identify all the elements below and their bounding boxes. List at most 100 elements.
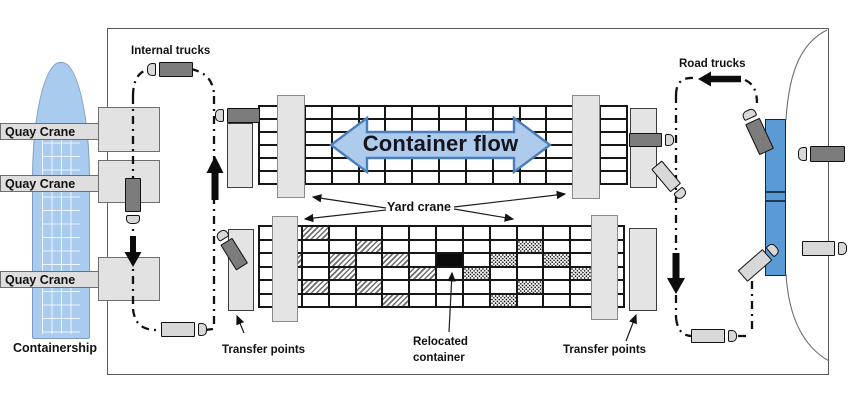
quay-crane-bar-3: Quay Crane (0, 271, 99, 288)
yard-cell (328, 226, 356, 240)
yard-cell (465, 106, 493, 119)
road-trucks-label: Road trucks (679, 58, 746, 70)
truck-cab (837, 241, 847, 255)
container-flow-arrow (329, 115, 552, 175)
yard-cell (382, 226, 410, 240)
yard-cell (304, 132, 332, 145)
yard-cell (301, 239, 329, 253)
yard-cell (355, 226, 383, 240)
truck-trailer (125, 178, 141, 212)
yard-cell (543, 266, 571, 280)
quay-crane-platform-1 (98, 107, 160, 152)
dotted-container-cell (489, 253, 517, 267)
containership-deck-grid (42, 129, 80, 334)
yard-cell (600, 119, 627, 132)
yard-cell (436, 293, 463, 307)
internal-truck-route (190, 67, 216, 97)
yard-cell (462, 226, 490, 240)
yard-cell (462, 280, 490, 294)
yard-cell (382, 239, 410, 253)
road-truck-route (744, 78, 759, 104)
yard-cell (519, 171, 547, 184)
yard-cell (409, 239, 437, 253)
yard-cell (304, 106, 332, 119)
yard-crane-top-right (572, 95, 600, 199)
relocated-container-label-line1: Relocated (413, 336, 468, 348)
truck-trailer (159, 61, 193, 77)
yard-crane-pointer-top-right (453, 190, 567, 208)
dotted-container-cell (516, 239, 544, 253)
yard-cell (543, 239, 571, 253)
truck-trailer (809, 146, 845, 162)
quay-return-truck-icon (161, 321, 207, 337)
transfer-points-left-pointer (236, 314, 245, 334)
yard-cell (489, 226, 517, 240)
yard-cell (465, 171, 493, 184)
yard-cell (412, 171, 440, 184)
yard-cell (328, 293, 356, 307)
quay-crane-bar-2: Quay Crane (0, 175, 99, 192)
yard-cell (304, 171, 332, 184)
transfer-point-bottom-right (629, 228, 657, 311)
transfer-points-right-label: Transfer points (563, 344, 647, 356)
dotted-container-cell (462, 266, 490, 280)
yard-cell (385, 106, 413, 119)
quay-crane-platform-3 (98, 257, 160, 301)
relocated-container-label: Relocated container (413, 334, 468, 366)
truck-trailer (226, 107, 260, 123)
yard-cell (409, 293, 437, 307)
gate-lane-line-1 (766, 191, 785, 193)
truck-cab (214, 108, 224, 122)
yard-cell (489, 266, 517, 280)
yard-cell (543, 280, 571, 294)
yard-crane-bottom-left (272, 216, 298, 322)
yard-cell (462, 293, 490, 307)
truck-cab (797, 147, 807, 161)
dotted-container-cell (516, 280, 544, 294)
containership-label: Containership (13, 341, 98, 355)
yard-cell (382, 280, 410, 294)
transfer-points-left-label: Transfer points (222, 344, 306, 356)
dotted-container-cell (489, 293, 517, 307)
yard-cell (355, 253, 383, 267)
hatched-container-cell (328, 253, 356, 267)
yard-crane-bottom-right (591, 215, 618, 320)
container-flow-label: Container flow (362, 131, 519, 156)
hatched-container-cell (382, 253, 410, 267)
road-truck-leaving-icon (801, 240, 847, 256)
yard-inbound-truck-icon (214, 107, 260, 123)
truck-trailer (161, 321, 195, 337)
yard-crane-label: Yard crane (387, 200, 451, 214)
yard-cell (385, 171, 413, 184)
truck-cab (147, 62, 156, 76)
road-truck-arriving-icon (797, 146, 845, 162)
internal-truck-icon (147, 61, 193, 77)
yard-cell (358, 106, 386, 119)
internal-truck-route (131, 308, 157, 332)
yard-cell (355, 266, 383, 280)
yard-cell (328, 239, 356, 253)
quay-crane-bar-1: Quay Crane (0, 123, 99, 140)
flow-down-arrow-left (124, 236, 142, 267)
yard-crane-pointer-bottom-right (453, 208, 515, 222)
hatched-container-cell (301, 280, 329, 294)
yard-cell (516, 266, 544, 280)
transfer-point-top-right (630, 108, 657, 188)
coast-curve-top (785, 29, 828, 121)
truck-cab (664, 134, 674, 146)
yard-cell (462, 239, 490, 253)
yard-cell (439, 106, 466, 119)
yard-cell (301, 266, 329, 280)
yard-cell (409, 226, 437, 240)
hatched-container-cell (328, 266, 356, 280)
internal-trucks-label: Internal trucks (131, 45, 211, 57)
truck-cab (126, 215, 140, 224)
yard-cell (328, 280, 356, 294)
yard-cell (462, 253, 490, 267)
empty-return-truck-icon (691, 329, 737, 343)
containership-shape (32, 62, 90, 339)
yard-cell (516, 226, 544, 240)
yard-cell (409, 280, 437, 294)
yard-cell (355, 293, 383, 307)
